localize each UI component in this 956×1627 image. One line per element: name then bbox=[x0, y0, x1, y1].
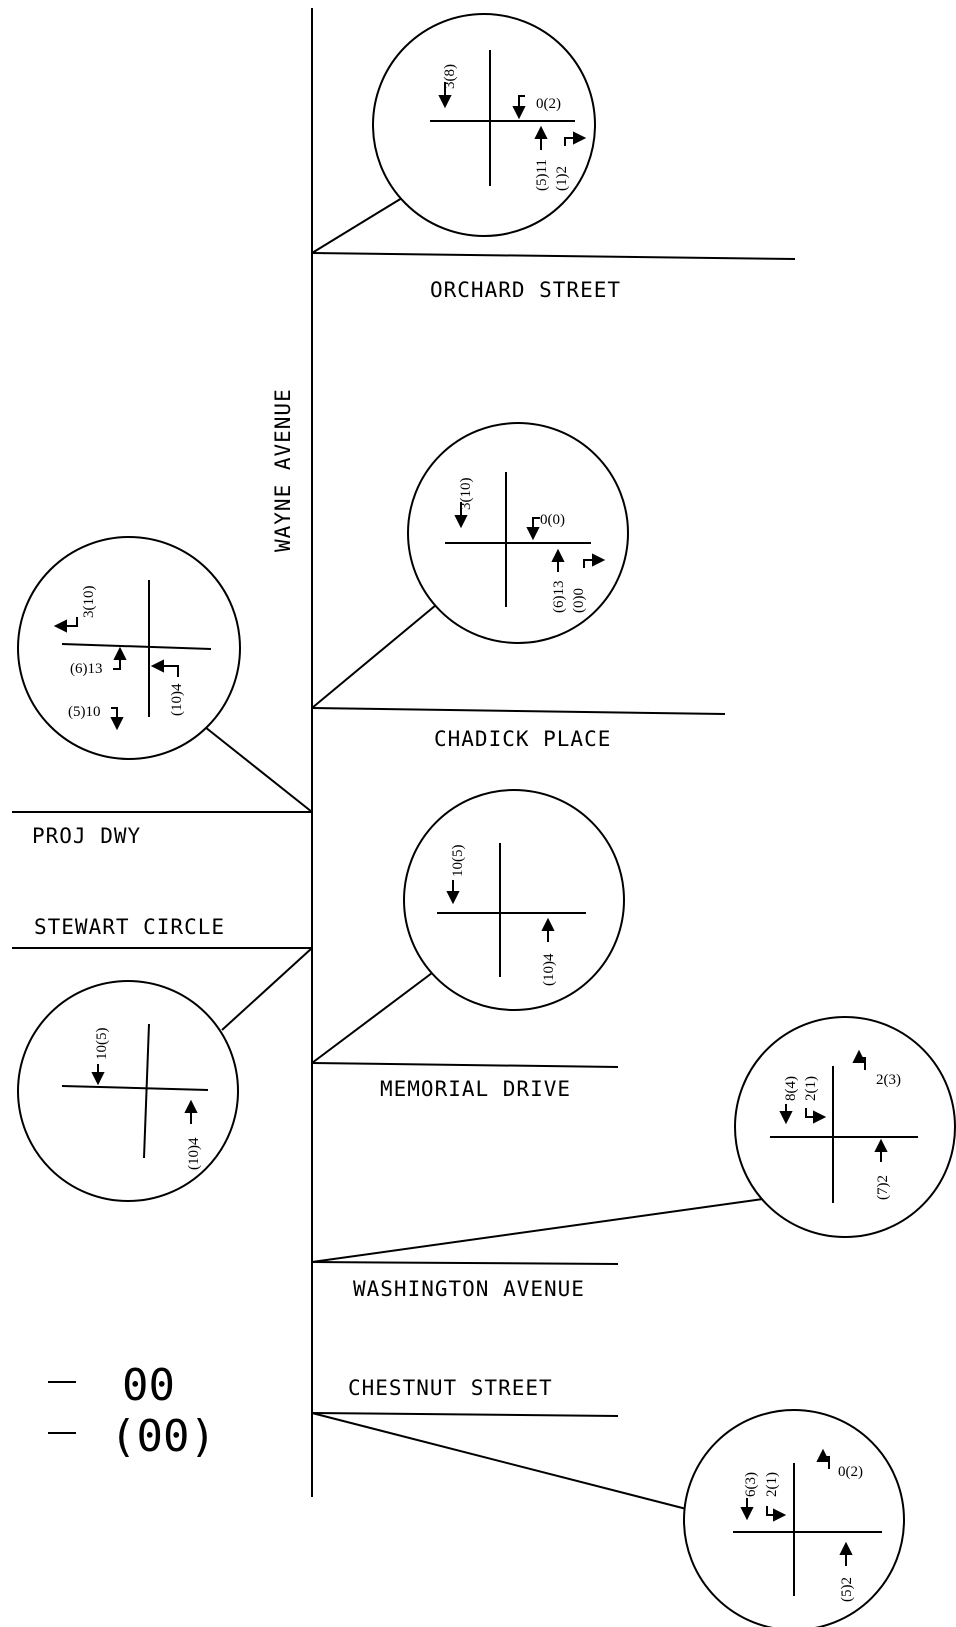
orchard-intersection-inset: 3(8) 0(2) (5)11 (1)2 bbox=[372, 13, 596, 237]
washington-intersection-inset: 8(4) 2(1) 2(3) (7)2 bbox=[734, 1016, 956, 1238]
stewart-sb-through-volume: 10(5) bbox=[94, 1028, 110, 1061]
legend-pm-label: (00) bbox=[110, 1411, 216, 1462]
washington-avenue-road bbox=[311, 1261, 619, 1265]
chadick-nb-through-arrow bbox=[551, 548, 565, 572]
proj-dwy-label: PROJ DWY bbox=[32, 824, 141, 848]
chestnut-intersection-inset: 6(3) 2(1) 0(2) (5)2 bbox=[683, 1409, 905, 1627]
chestnut-nb-through-arrow bbox=[839, 1541, 853, 1566]
memorial-intersection-inset: 10(5) (10)4 bbox=[403, 789, 625, 1011]
memorial-nb-through-arrow bbox=[541, 917, 555, 942]
chestnut-sb-through-volume: 6(3) bbox=[743, 1472, 759, 1497]
orchard-street-label: ORCHARD STREET bbox=[430, 278, 621, 302]
stewart-sb-through-arrow bbox=[91, 1064, 105, 1086]
proj-dwy-nb-right-arrow bbox=[113, 646, 127, 670]
chestnut-leader-line bbox=[311, 1412, 703, 1514]
chestnut-wb-right-arrow bbox=[816, 1448, 830, 1469]
memorial-drive-label: MEMORIAL DRIVE bbox=[380, 1077, 571, 1101]
stewart-leader-line bbox=[221, 947, 313, 1031]
chestnut-wb-right-volume: 0(2) bbox=[838, 1464, 863, 1480]
orchard-street-road bbox=[311, 252, 796, 260]
proj-dwy-wb-left-arrow bbox=[53, 617, 78, 633]
washington-avenue-label: WASHINGTON AVENUE bbox=[353, 1277, 585, 1301]
chadick-nb-right-arrow bbox=[583, 553, 606, 568]
proj-dwy-nb-through-arrow bbox=[150, 659, 179, 677]
orchard-nb-through-arrow bbox=[534, 125, 548, 150]
orchard-nb-right-volume: (1)2 bbox=[554, 166, 570, 191]
memorial-sb-through-arrow bbox=[446, 880, 460, 905]
washington-sb-through-volume: 8(4) bbox=[783, 1076, 799, 1101]
orchard-sb-through-arrow bbox=[438, 82, 452, 109]
chadick-place-road bbox=[311, 707, 726, 715]
stewart-circle-label: STEWART CIRCLE bbox=[34, 915, 225, 939]
chestnut-sb-through-arrow bbox=[740, 1498, 754, 1521]
chadick-place-label: CHADICK PLACE bbox=[434, 727, 611, 751]
chadick-eb-left-volume: 0(0) bbox=[540, 512, 565, 528]
stewart-nb-through-volume: (10)4 bbox=[186, 1137, 202, 1170]
proj-dwy-nb-right-volume: (6)13 bbox=[70, 661, 103, 677]
chestnut-street-road bbox=[311, 1412, 619, 1417]
chestnut-street-label: CHESTNUT STREET bbox=[348, 1376, 553, 1400]
washington-wb-right-arrow bbox=[852, 1049, 866, 1070]
chestnut-sb-left-arrow bbox=[766, 1506, 787, 1522]
chadick-sb-through-arrow bbox=[454, 502, 468, 529]
orchard-nb-through-volume: (5)11 bbox=[534, 159, 550, 191]
washington-leader-line bbox=[311, 1198, 764, 1263]
proj-dwy-intersection-inset: 3(10) (6)13 (10)4 (5)10 bbox=[17, 536, 241, 760]
orchard-nb-right-arrow bbox=[564, 131, 587, 146]
memorial-nb-through-volume: (10)4 bbox=[541, 953, 557, 986]
volume-legend: 00 (00) bbox=[48, 1360, 216, 1462]
chadick-nb-through-volume: (6)13 bbox=[551, 581, 567, 614]
chadick-nb-right-volume: (0)0 bbox=[571, 588, 587, 613]
chadick-intersection-inset: 3(10) 0(0) (6)13 (0)0 bbox=[407, 422, 629, 644]
legend-am-label: 00 bbox=[122, 1360, 175, 1411]
washington-sb-left-volume: 2(1) bbox=[803, 1076, 819, 1101]
memorial-sb-through-volume: 10(5) bbox=[450, 845, 466, 878]
proj-dwy-leader-line bbox=[204, 726, 313, 813]
stewart-nb-through-arrow bbox=[184, 1099, 198, 1124]
chadick-leader-line bbox=[311, 604, 437, 709]
chadick-sb-through-volume: 3(10) bbox=[458, 478, 474, 511]
washington-nb-through-arrow bbox=[874, 1138, 888, 1162]
washington-sb-through-arrow bbox=[779, 1104, 793, 1125]
orchard-eb-left-volume: 0(2) bbox=[536, 96, 561, 112]
orchard-leader-line bbox=[311, 197, 403, 254]
washington-nb-through-volume: (7)2 bbox=[875, 1175, 891, 1200]
chestnut-nb-through-volume: (5)2 bbox=[839, 1577, 855, 1602]
orchard-sb-through-volume: 3(8) bbox=[442, 64, 458, 89]
washington-sb-left-arrow bbox=[805, 1108, 827, 1124]
washington-wb-right-volume: 2(3) bbox=[876, 1072, 901, 1088]
orchard-eb-left-arrow bbox=[512, 95, 526, 120]
wayne-avenue-label: WAYNE AVENUE bbox=[271, 388, 295, 552]
proj-dwy-sb-left-arrow bbox=[110, 707, 124, 731]
proj-dwy-nb-through-volume: (10)4 bbox=[169, 683, 185, 716]
chadick-eb-left-arrow bbox=[526, 517, 540, 541]
stewart-intersection-inset: 10(5) (10)4 bbox=[17, 980, 239, 1202]
memorial-drive-road bbox=[311, 1062, 619, 1068]
chestnut-sb-left-volume: 2(1) bbox=[764, 1472, 780, 1497]
proj-dwy-wb-left-volume: 3(10) bbox=[81, 586, 97, 619]
memorial-leader-line bbox=[311, 972, 433, 1064]
proj-dwy-sb-left-volume: (5)10 bbox=[68, 704, 101, 720]
